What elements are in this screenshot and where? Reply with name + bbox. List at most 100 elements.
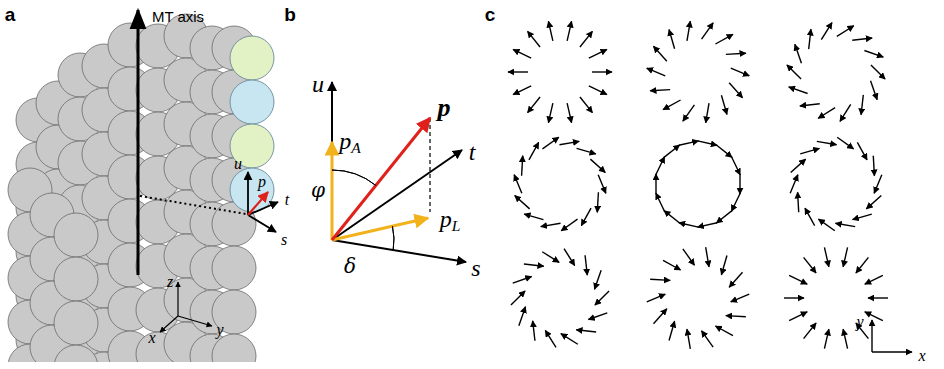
dipole-arrow	[589, 49, 607, 58]
dipole-arrow	[647, 294, 665, 302]
p-vector	[248, 192, 268, 215]
tubulin-subunit	[54, 213, 98, 257]
dipole-arrow	[650, 90, 670, 91]
dipole-arrow	[542, 137, 558, 149]
y-axis	[871, 320, 872, 352]
axis-label: s	[281, 232, 287, 248]
dipole-arrow	[817, 141, 837, 144]
axis-label: u	[234, 156, 242, 172]
dipole-arrow	[595, 270, 602, 289]
dipole-arrow	[595, 291, 609, 305]
dipole-arrow	[784, 297, 804, 298]
dipole-arrow	[715, 34, 733, 44]
dipole-arrow	[529, 142, 539, 160]
dipole-arrow	[561, 334, 578, 345]
axis-label: s	[471, 256, 480, 280]
axis-label: δ	[344, 256, 356, 276]
dipole-arrow	[524, 264, 544, 266]
dipole-arrow	[729, 272, 742, 287]
dipole-arrow	[561, 219, 577, 231]
dipole-arrow	[508, 71, 528, 72]
dipole-arrow	[513, 276, 532, 283]
dipole-arrow	[804, 323, 816, 339]
dipole-arrow	[702, 23, 714, 39]
dipole-arrow	[809, 29, 811, 49]
dipole-arrow	[706, 103, 709, 123]
axis-label: y	[216, 322, 223, 338]
u-axis	[247, 172, 249, 215]
panel-letter: c	[485, 5, 496, 24]
x-axis	[160, 316, 178, 332]
dipole-arrow	[567, 103, 571, 122]
dipole-arrow	[865, 275, 883, 284]
dipole-arrow	[533, 321, 535, 341]
dipole-arrow	[853, 214, 872, 220]
dipole-arrow	[597, 192, 598, 212]
dipole-arrow	[716, 211, 732, 223]
dipole-arrow	[581, 208, 591, 226]
dipole-arrow	[663, 260, 681, 270]
dipole-arrow	[580, 31, 592, 47]
tubulin-subunit	[54, 257, 98, 301]
dipole-arrow	[687, 329, 690, 349]
dipole-arrow	[726, 316, 746, 317]
dipole-arrow	[679, 141, 698, 145]
dipole-arrow	[824, 329, 828, 348]
radius-line	[140, 196, 246, 214]
dipole-arrow	[567, 21, 571, 40]
dipole-arrow	[698, 141, 717, 145]
dipole-arrow	[798, 192, 799, 212]
dipole-arrow	[721, 95, 727, 114]
dipole-arrow	[861, 95, 863, 115]
dipole-arrow	[679, 223, 698, 227]
x-axis	[872, 351, 912, 352]
dipole-arrow	[683, 249, 695, 265]
dipole-arrow	[585, 255, 587, 275]
dipole-arrow	[514, 175, 522, 193]
dipole-arrow	[732, 157, 741, 175]
dipole-arrow	[559, 141, 579, 144]
dipole-arrow	[871, 65, 885, 79]
axis-label: φ	[311, 180, 325, 200]
dipole-arrow	[824, 247, 828, 266]
axis-label: z	[167, 274, 173, 290]
dipole-arrow	[871, 81, 878, 100]
z-axis	[177, 282, 178, 316]
dipole-arrow	[511, 291, 525, 305]
axis-label: t	[285, 192, 289, 208]
dipole-arrow	[542, 252, 559, 263]
axis-label: u	[312, 72, 324, 96]
dipole-arrow	[835, 223, 855, 226]
dipole-arrow	[789, 275, 807, 284]
tubulin-subunit	[212, 246, 256, 290]
dipole-arrow	[698, 223, 717, 227]
axis-label: y	[856, 314, 863, 330]
dipole-arrow	[653, 46, 666, 61]
tubulin-subunit	[54, 301, 98, 345]
dipole-arrow	[687, 21, 690, 41]
axis-label: x	[148, 330, 155, 346]
dipole-arrow	[545, 330, 556, 347]
dipole-arrow	[577, 148, 596, 154]
dipole-arrow	[790, 175, 798, 193]
pa-vector	[331, 142, 334, 240]
panel-letter: b	[284, 5, 296, 24]
axis-label: t	[469, 140, 476, 164]
delta-arc	[392, 226, 394, 250]
dipole-arrow	[868, 297, 888, 298]
dipole-arrow	[789, 87, 808, 94]
dipole-arrow	[513, 49, 531, 58]
u-axis	[331, 82, 333, 240]
mt-axis-arrow	[137, 10, 140, 275]
dipole-arrow	[787, 65, 801, 79]
dipole-arrow	[548, 21, 552, 40]
dipole-arrow	[589, 86, 607, 95]
dipole-arrow	[522, 156, 523, 176]
dipole-arrow	[789, 312, 807, 321]
s-axis	[248, 215, 276, 232]
dipole-arrow	[647, 68, 665, 76]
tubulin-subunit	[230, 168, 274, 212]
dipole-arrow	[857, 142, 867, 160]
